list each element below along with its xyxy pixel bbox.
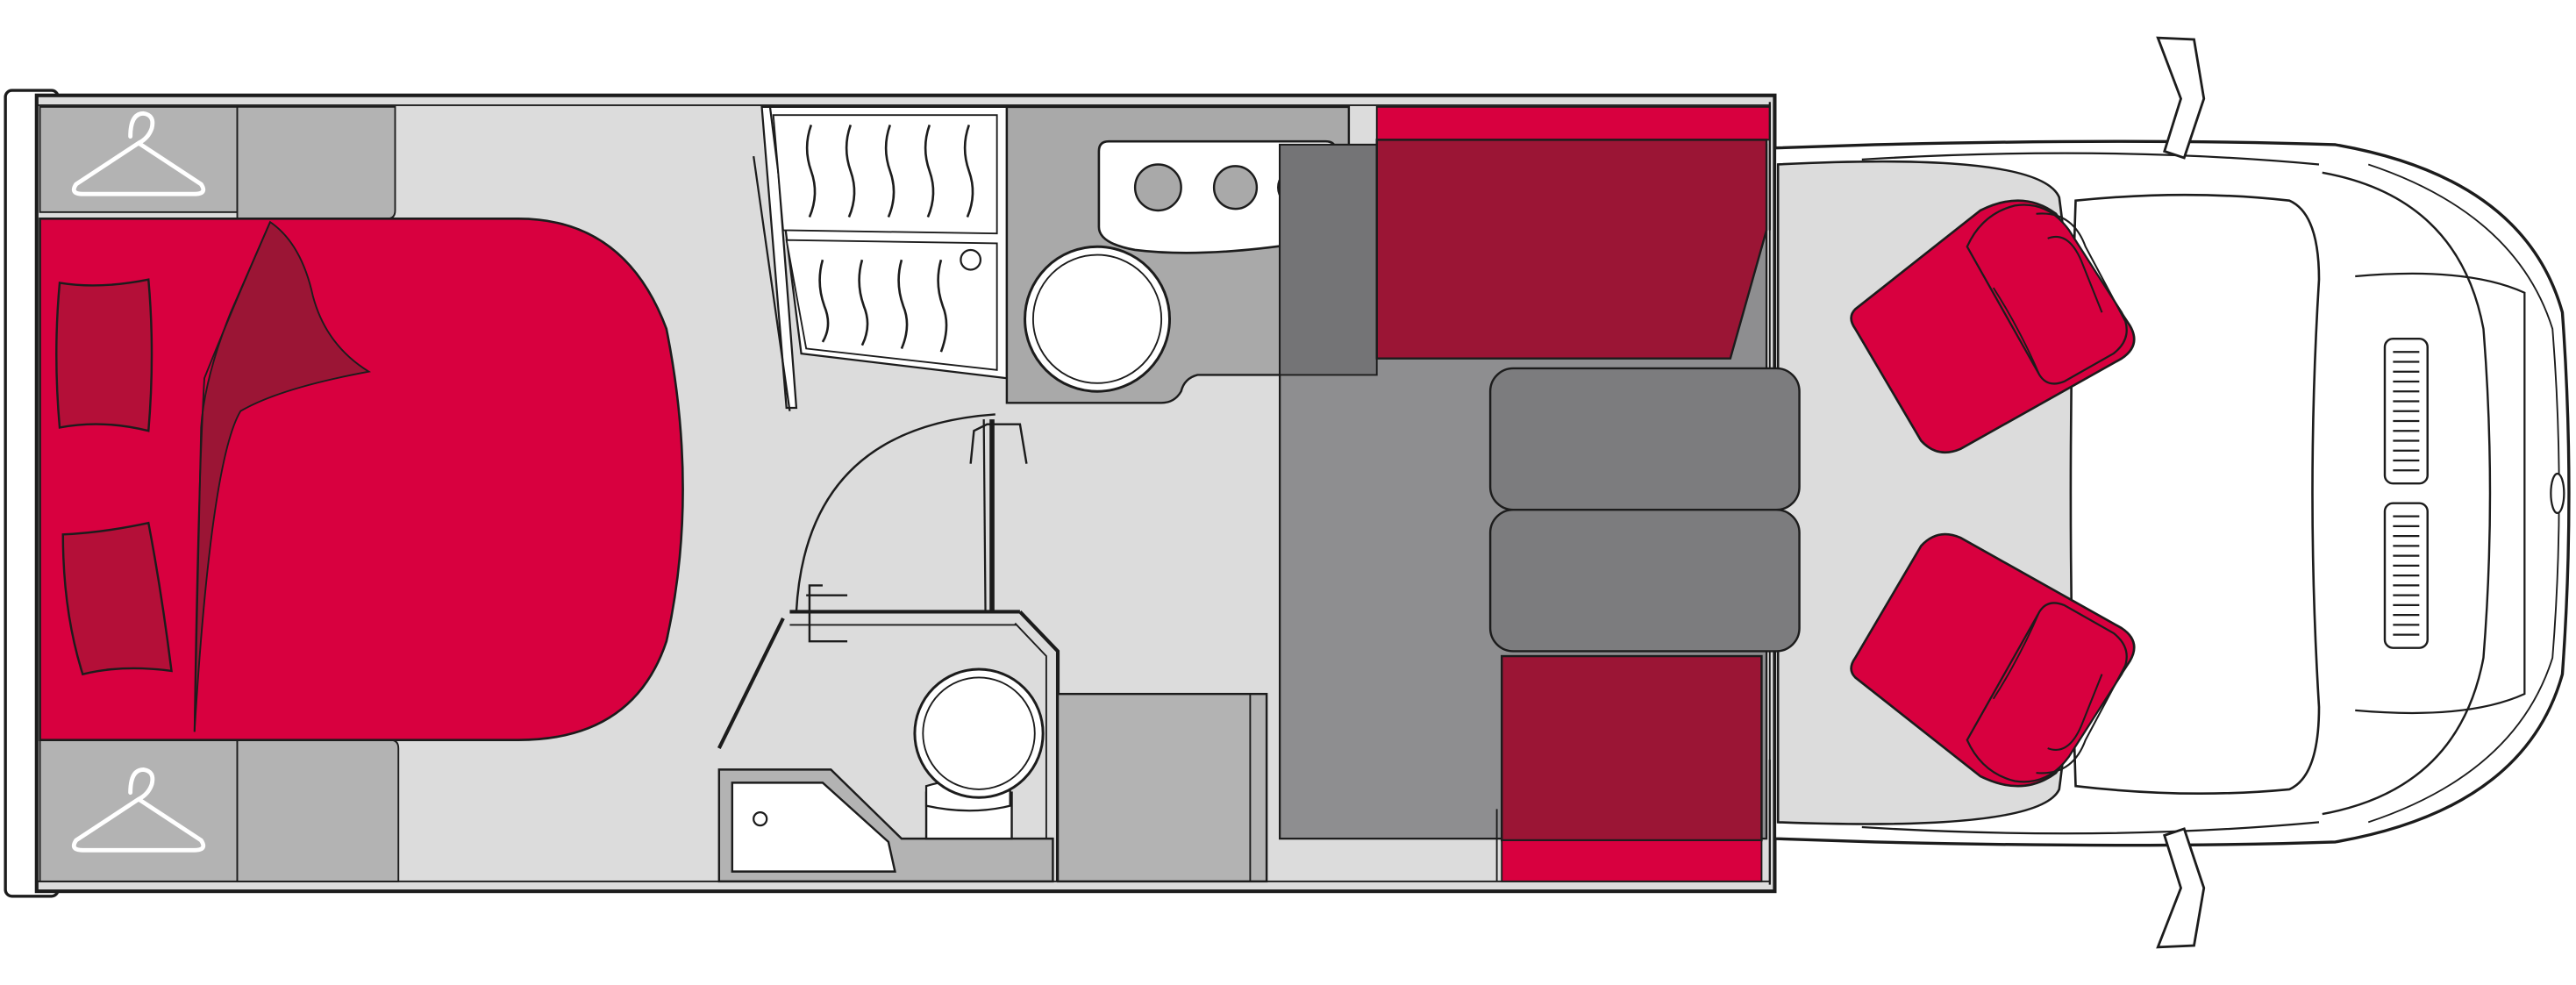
fridge-unit (753, 105, 1009, 411)
washroom-door-arc (795, 413, 995, 612)
kitchen-overhang-overlay (1279, 144, 1378, 376)
washroom (717, 413, 1268, 883)
dashboard (2069, 193, 2321, 796)
duvet-fold-highlight (193, 221, 271, 732)
hanger-icon (71, 767, 206, 853)
washroom-wall-inner (1014, 622, 1047, 882)
hood-line (2355, 272, 2526, 715)
front-grille-top (2383, 337, 2429, 485)
washroom-door-inner (982, 419, 987, 612)
door-handle-top (969, 423, 1028, 464)
front-grille-bottom (2383, 502, 2429, 649)
cab-door-line-bottom (1861, 821, 2320, 835)
toilet-icon (913, 667, 1045, 840)
dining-table-bottom (1488, 508, 1801, 653)
sink-icon (1024, 245, 1172, 393)
shower-door (717, 617, 785, 749)
front-badge (2550, 472, 2565, 515)
windscreen (2322, 171, 2492, 816)
bench-front-base (1501, 839, 1763, 882)
dining-table-top (1488, 367, 1801, 511)
wardrobe-bottom-shelf (236, 739, 400, 882)
driver-cab (1773, 36, 2571, 949)
car-seat-icon (1850, 199, 2136, 454)
side-mirror-icon (2156, 827, 2206, 949)
sink-rim (1031, 253, 1163, 384)
wardrobe-side-cabinet (1056, 692, 1268, 883)
wardrobe-top (39, 105, 239, 213)
dinette (1279, 105, 1801, 882)
bench-rear-cushion (1375, 139, 1768, 360)
shower-drain (753, 811, 768, 827)
wardrobe-bottom (39, 739, 239, 882)
hanger-icon (71, 111, 206, 196)
bench-rear-base (1375, 105, 1771, 141)
fridge-door-line (753, 155, 791, 411)
stove-burner-icon (1212, 165, 1259, 211)
car-seat-icon (1850, 532, 2136, 788)
side-mirror-icon (2156, 36, 2206, 160)
double-bed (39, 218, 684, 741)
bench-front-cushion (1501, 654, 1763, 842)
fridge-upper-compartment (772, 114, 998, 235)
kitchen-block (1005, 105, 1351, 404)
stove-burner-icon (1133, 163, 1182, 212)
door-handle-side (806, 584, 848, 643)
wardrobe-top-shelf (236, 105, 396, 220)
fridge-knob (960, 248, 982, 271)
pillow-icon (61, 521, 173, 676)
cab-door-line-top (1861, 152, 2320, 166)
shower-tray-icon (731, 782, 896, 873)
fridge-coils (805, 125, 974, 353)
pillow-icon (55, 278, 153, 432)
